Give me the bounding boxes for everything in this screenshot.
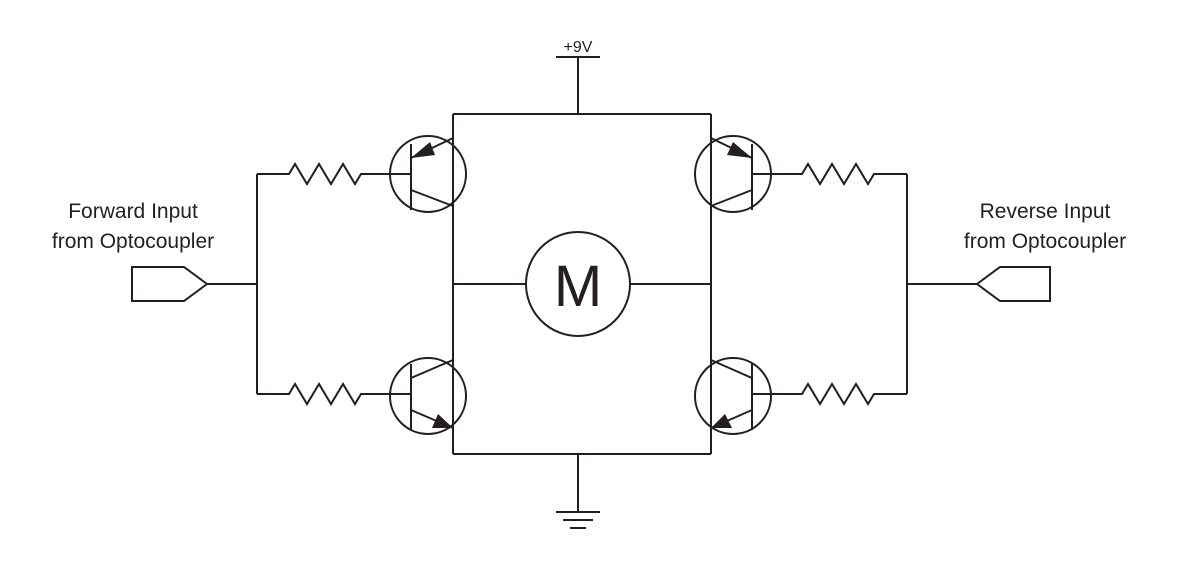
resistor-top-left bbox=[257, 162, 411, 186]
supply-label: +9V bbox=[564, 39, 593, 56]
resistor-bottom-right bbox=[752, 382, 907, 406]
emitter-arrow bbox=[711, 414, 732, 428]
resistor-bottom-left bbox=[257, 382, 411, 406]
reverse-input-label-line1: Reverse Input bbox=[980, 200, 1111, 223]
emitter-arrow bbox=[432, 414, 453, 428]
reverse-input-connector bbox=[975, 266, 1051, 302]
right-input-network bbox=[752, 162, 977, 406]
supply-terminal: +9V bbox=[556, 39, 600, 114]
transistor-top-left bbox=[389, 114, 467, 284]
emitter-arrow bbox=[411, 142, 435, 158]
ground-symbol bbox=[556, 454, 600, 529]
motor: M bbox=[525, 231, 631, 337]
transistor-bottom-right bbox=[694, 357, 772, 435]
forward-input-connector bbox=[131, 266, 209, 302]
emitter-arrow bbox=[727, 142, 752, 158]
transistor-bottom-left bbox=[389, 357, 467, 435]
resistor-top-right bbox=[752, 162, 907, 186]
forward-input-label-line1: Forward Input bbox=[68, 200, 198, 223]
left-input-network bbox=[207, 162, 411, 406]
motor-label: M bbox=[554, 254, 602, 319]
forward-input-label-line2: from Optocoupler bbox=[52, 230, 214, 253]
reverse-input-label-line2: from Optocoupler bbox=[964, 230, 1126, 253]
